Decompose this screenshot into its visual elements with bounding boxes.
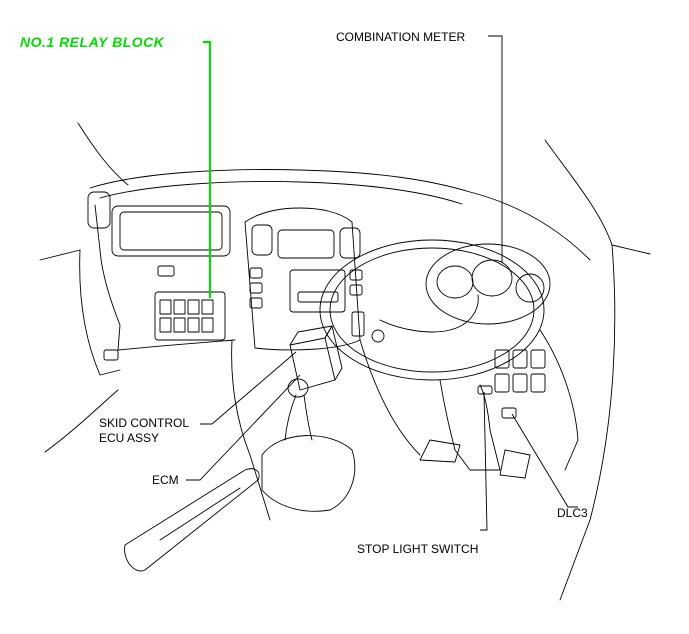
- audio-slot: [297, 291, 339, 303]
- relay-6: [173, 317, 186, 333]
- center-stack-outline: [244, 207, 361, 351]
- left-lower-panel: [79, 249, 121, 376]
- fuse-row1-c: [530, 349, 546, 369]
- left-floor-line: [44, 389, 119, 453]
- combination-meter-leader: [488, 35, 503, 262]
- relay-2: [173, 299, 186, 315]
- relay-7: [187, 317, 200, 333]
- switch-left-1: [249, 267, 263, 279]
- skid-control-leader: [200, 351, 297, 425]
- upper-glovebox-inner: [119, 211, 223, 251]
- parking-brake-inner: [159, 487, 241, 541]
- glovebox-latch: [157, 265, 175, 277]
- fuse-row1-b: [512, 349, 528, 369]
- fuse-row2-c: [530, 373, 546, 393]
- shifter-stalk: [284, 394, 313, 441]
- right-lower-dash: [539, 329, 579, 471]
- stop-light-switch-leader: [480, 391, 488, 531]
- console-side-right: [359, 339, 421, 456]
- glovebox-outline: [94, 204, 121, 351]
- audio-unit: [289, 269, 346, 313]
- stop-light-switch-body: [477, 385, 493, 395]
- dashboard-top: [89, 169, 591, 261]
- relay-block-body: [154, 291, 226, 341]
- steering-column: [439, 379, 501, 471]
- switch-right-1: [349, 269, 363, 281]
- left-vent: [87, 191, 111, 229]
- combination-meter-housing: [425, 243, 551, 325]
- parking-brake: [124, 468, 260, 572]
- skid-control-ecu-side: [324, 325, 343, 381]
- brake-pedal: [419, 439, 461, 463]
- skid-control-ecu-body: [289, 337, 336, 391]
- fuse-row2-a: [494, 373, 510, 393]
- fuel-gauge: [515, 273, 545, 303]
- speedometer: [471, 259, 513, 297]
- right-a-pillar: [544, 139, 651, 255]
- left-footwell-line: [39, 249, 81, 261]
- center-display: [277, 229, 335, 259]
- left-a-pillar: [77, 122, 129, 186]
- upper-glovebox: [111, 205, 231, 257]
- left-kick-vent: [103, 349, 119, 361]
- skid-control-label-line1: SKID CONTROL: [99, 416, 190, 430]
- steering-spoke: [379, 294, 479, 333]
- lower-dash-curve: [117, 339, 236, 351]
- relay-1: [159, 299, 172, 315]
- center-vent-left: [251, 224, 273, 256]
- dashboard-top-inner: [99, 181, 463, 205]
- switch-left-2: [249, 282, 263, 294]
- hazard-switch: [351, 311, 365, 337]
- stop-light-switch-label: STOP LIGHT SWITCH: [357, 542, 479, 556]
- fuse-row2-b: [512, 373, 528, 393]
- shifter-boot: [261, 435, 356, 512]
- steering-wheel-inner: [329, 247, 535, 373]
- dlc3-connector: [501, 407, 517, 419]
- tachometer: [436, 265, 474, 299]
- relay-block-leader: [203, 40, 212, 298]
- fuse-row1-a: [494, 349, 510, 369]
- switch-right-2: [349, 284, 363, 296]
- right-door-edge: [559, 244, 616, 601]
- accelerator-pedal: [499, 449, 531, 479]
- steering-wheel-outer: [319, 239, 545, 381]
- relay-block-label: NO.1 RELAY BLOCK: [20, 34, 165, 50]
- relay-3: [187, 299, 200, 315]
- relay-4: [201, 299, 214, 315]
- switch-left-3: [249, 297, 263, 309]
- relay-5: [159, 317, 172, 333]
- relay-8: [201, 317, 214, 333]
- ecm-label: ECM: [152, 473, 179, 487]
- dlc3-label: DLC3: [557, 506, 588, 520]
- ecm-leader: [186, 374, 301, 481]
- center-console: [231, 339, 271, 521]
- skid-control-label-line2: ECU ASSY: [99, 431, 160, 445]
- combination-meter-label: COMBINATION METER: [336, 30, 466, 44]
- dlc3-leader: [511, 413, 578, 508]
- ignition-knob: [371, 329, 385, 343]
- center-vent-right: [339, 227, 361, 259]
